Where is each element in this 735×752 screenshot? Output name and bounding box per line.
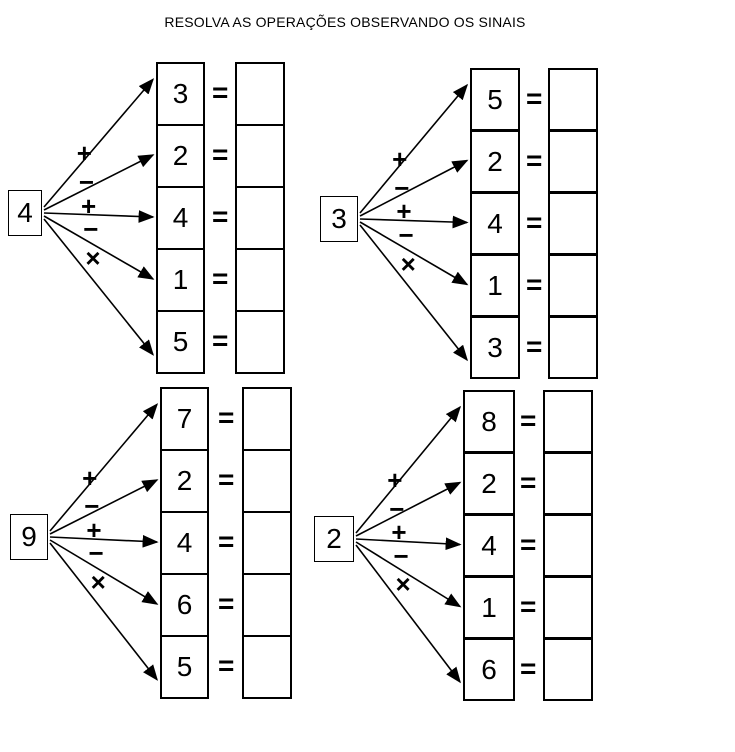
answer-box[interactable]: [543, 452, 593, 515]
equals-sign: =: [212, 263, 229, 294]
operand-box: 1: [463, 576, 515, 639]
operator-sign: +: [86, 514, 102, 545]
operator-sign: −: [393, 540, 409, 571]
start-number-box: 4: [8, 190, 42, 236]
operand-box: 2: [463, 452, 515, 515]
arrow-2: [43, 154, 155, 211]
answer-box[interactable]: [235, 310, 285, 374]
equals-sign: =: [218, 650, 235, 681]
equals-sign: =: [212, 201, 229, 232]
operator-sign: +: [387, 464, 403, 495]
operator-sign: +: [76, 138, 92, 169]
arrow-4: [355, 541, 462, 608]
equals-sign: =: [218, 464, 235, 495]
arrow-5: [355, 544, 461, 684]
equals-sign: =: [212, 139, 229, 170]
equals-sign: =: [520, 404, 537, 436]
answer-box[interactable]: [242, 573, 292, 637]
operator-sign: −: [389, 493, 405, 524]
arrow-3: [49, 534, 159, 548]
operand-box: 5: [160, 635, 209, 699]
answer-box[interactable]: [548, 68, 598, 131]
answer-box[interactable]: [242, 635, 292, 699]
arrow-1: [43, 78, 155, 208]
equals-sign: =: [218, 402, 235, 433]
equals-sign: =: [526, 82, 543, 114]
equals-sign: =: [526, 144, 543, 176]
answer-box[interactable]: [543, 390, 593, 453]
operator-sign: +: [82, 462, 98, 493]
worksheet-title: RESOLVA AS OPERAÇÕES OBSERVANDO OS SINAI…: [164, 14, 526, 30]
equals-sign: =: [520, 528, 537, 560]
equals-sign: =: [218, 588, 235, 619]
equals-sign: =: [520, 652, 537, 684]
operand-box: 5: [470, 68, 520, 131]
equals-sign: =: [520, 466, 537, 498]
arrow-3: [355, 537, 462, 551]
arrow-5: [43, 218, 155, 356]
operand-box: 5: [156, 310, 205, 374]
answer-box[interactable]: [548, 192, 598, 255]
operator-sign: ×: [85, 242, 101, 273]
operand-box: 1: [470, 254, 520, 317]
start-number-box: 9: [10, 514, 48, 560]
answer-box[interactable]: [543, 638, 593, 701]
equals-sign: =: [526, 330, 543, 362]
answer-box[interactable]: [548, 254, 598, 317]
arrow-1: [355, 405, 462, 534]
answer-box[interactable]: [235, 186, 285, 250]
arrow-4: [359, 221, 469, 286]
equals-sign: =: [526, 206, 543, 238]
operator-sign: ×: [395, 569, 411, 600]
operand-box: 6: [463, 638, 515, 701]
operand-box: 4: [463, 514, 515, 577]
answer-box[interactable]: [235, 248, 285, 312]
operand-box: 4: [156, 186, 205, 250]
operator-sign: −: [88, 538, 104, 569]
operator-sign: +: [81, 190, 97, 221]
start-number-box: 3: [320, 196, 358, 242]
arrow-4: [49, 539, 159, 605]
answer-box[interactable]: [242, 511, 292, 575]
operator-sign: +: [391, 517, 407, 548]
arrow-2: [359, 159, 469, 217]
operand-box: 2: [160, 449, 209, 513]
operator-sign: −: [84, 491, 100, 522]
operator-sign: −: [394, 172, 410, 203]
operator-sign: −: [83, 214, 99, 245]
operator-sign: ×: [400, 248, 416, 279]
arrow-4: [43, 215, 155, 280]
operand-box: 3: [470, 316, 520, 379]
equals-sign: =: [520, 590, 537, 622]
operator-sign: −: [78, 166, 95, 197]
arrow-2: [49, 479, 159, 535]
arrow-2: [355, 481, 462, 537]
arrow-5: [49, 542, 158, 681]
operator-sign: +: [392, 144, 408, 175]
start-number-box: 2: [314, 516, 354, 562]
operand-box: 8: [463, 390, 515, 453]
equals-sign: =: [212, 77, 229, 108]
operand-box: 6: [160, 573, 209, 637]
operator-sign: −: [398, 219, 414, 250]
equals-sign: =: [526, 268, 543, 300]
arrow-3: [43, 210, 155, 223]
answer-box[interactable]: [543, 576, 593, 639]
arrow-3: [359, 215, 469, 229]
equals-sign: =: [218, 526, 235, 557]
answer-box[interactable]: [543, 514, 593, 577]
operator-sign: ×: [90, 567, 106, 598]
answer-box[interactable]: [242, 387, 292, 451]
answer-box[interactable]: [548, 316, 598, 379]
arrow-5: [359, 224, 468, 362]
arrow-1: [359, 83, 469, 214]
arrow-1: [49, 403, 159, 532]
operator-sign: +: [396, 196, 412, 227]
equals-sign: =: [212, 325, 229, 356]
